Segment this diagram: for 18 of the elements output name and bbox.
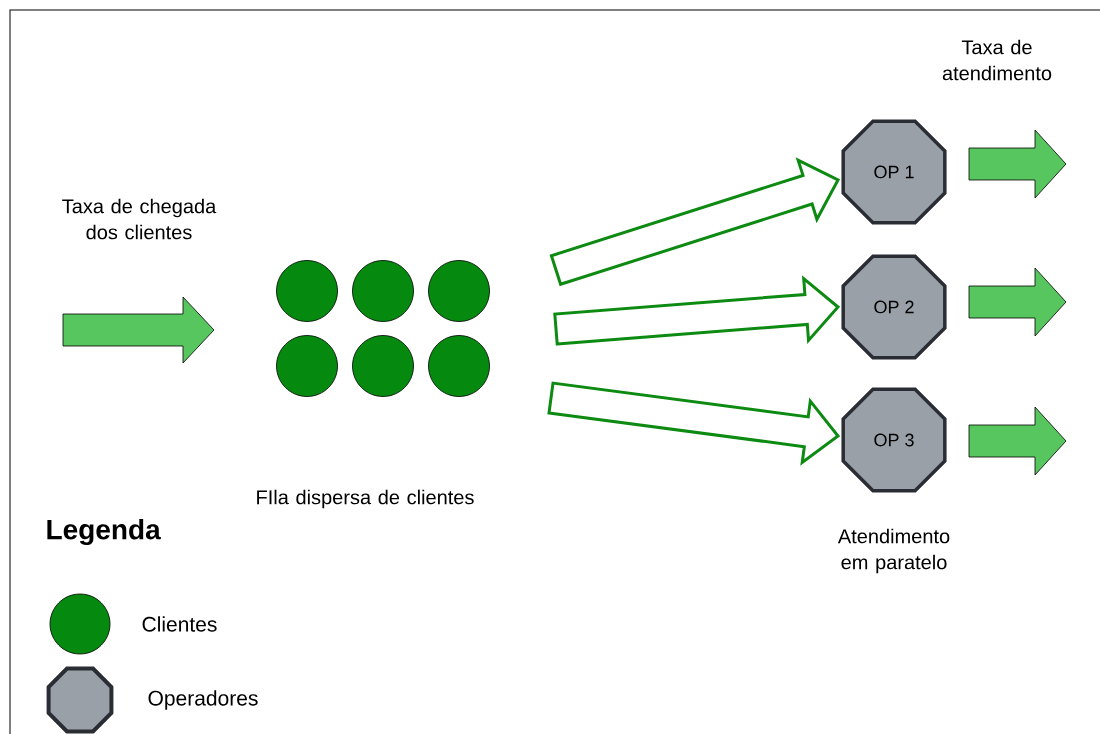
caption-text: Taxa de chegada dos clientes [62, 198, 217, 240]
legend-label: Clientes [142, 616, 217, 632]
client-circle [428, 335, 490, 397]
operator-octagon: OP 3 [841, 387, 947, 493]
client-circle [352, 260, 414, 322]
client-circle [428, 260, 490, 322]
caption-text: FIla dispersa de clientes [257, 489, 474, 509]
legend-title: Legenda [47, 518, 161, 546]
operator-octagon: OP 2 [841, 254, 947, 360]
legend-label: Operadores [148, 690, 258, 710]
operator-octagon: OP 1 [841, 119, 947, 225]
caption-text: Atendimento em paratelo [837, 528, 950, 574]
hollow-arrow [547, 381, 841, 466]
client-circle [276, 335, 338, 397]
client-circle [352, 335, 414, 397]
caption-text: Taxa de atendimento [942, 39, 1052, 81]
client-circle [276, 260, 338, 322]
hollow-arrow [553, 275, 841, 346]
